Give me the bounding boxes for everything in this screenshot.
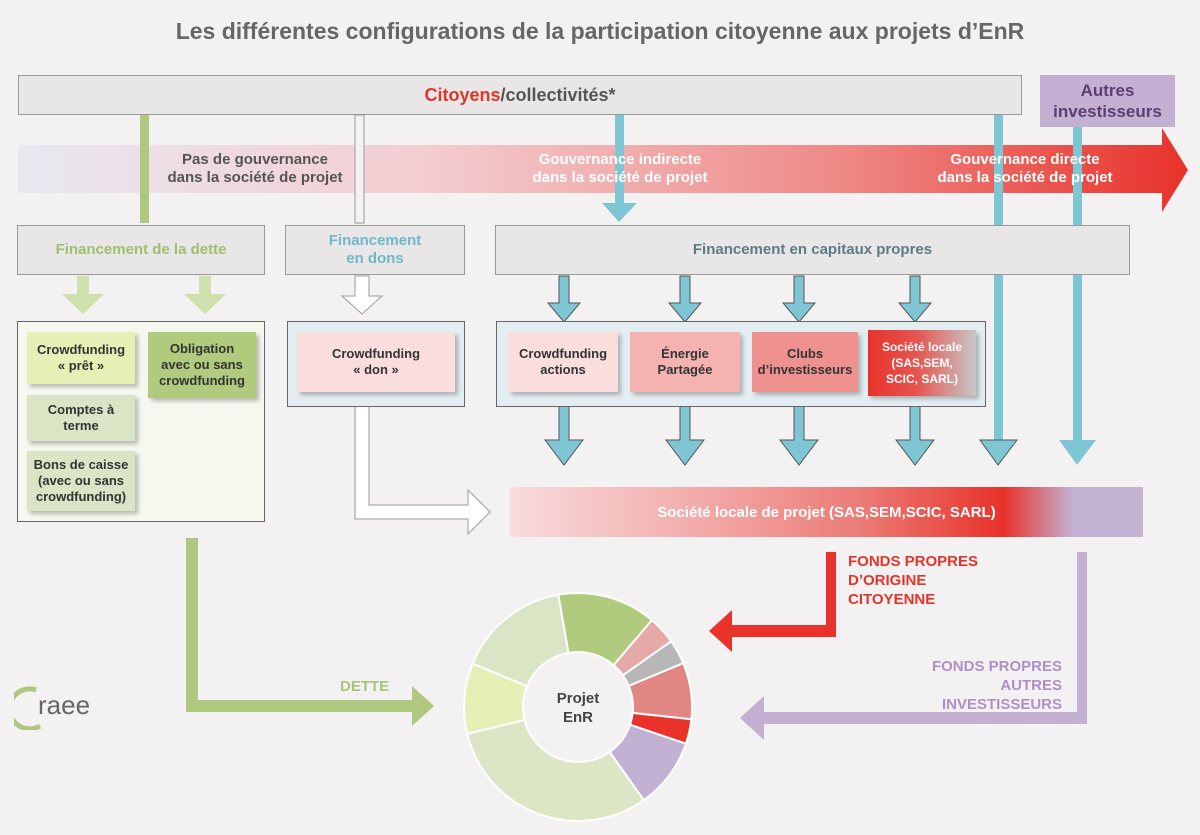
bons-line2: (avec ou sans [38, 473, 124, 488]
pret-line2: « prêt » [57, 358, 105, 373]
gov-none-line1: Pas de gouvernance [182, 151, 328, 168]
obligation-box: Obligation avec ou sans crowdfunding [148, 332, 256, 398]
gov-indirect-line1: Gouvernance indirecte [538, 151, 702, 168]
obligation-line1: Obligation [169, 341, 235, 356]
blue-arrow-b3 [778, 397, 820, 466]
blue-line-autres [1073, 127, 1082, 440]
energie-line1: Énergie [661, 346, 709, 361]
obligation-line3: crowdfunding [159, 373, 245, 388]
donut-segment-green-pale-large [465, 718, 646, 822]
fonds-citoyens-label: FONDS PROPRES D’ORIGINE CITOYENNE [848, 552, 1048, 609]
blue-arrow-e1 [546, 275, 582, 323]
societe-line1: Société locale [881, 340, 963, 354]
societe-locale-box: Société locale (SAS,SEM, SCIC, SARL) [868, 330, 976, 396]
green-elbow-arrow [186, 538, 434, 726]
actions-line1: Crowdfunding [518, 346, 608, 361]
fonds-autres-line1: FONDS PROPRES [931, 658, 1062, 675]
bons-line3: crowdfunding) [35, 489, 127, 504]
page-title: Les différentes configurations de la par… [175, 18, 1025, 44]
energie-line2: Partagée [657, 362, 713, 377]
green-line-top [140, 115, 149, 223]
comptes-line1: Comptes à [47, 402, 115, 417]
blue-line-top [615, 115, 624, 203]
dons-line2: en dons [346, 250, 404, 267]
fonds-autres-line2: AUTRES [1000, 677, 1062, 694]
obligation-line2: avec ou sans [161, 357, 243, 372]
autres-investisseurs-box: Autres investisseurs [1040, 75, 1175, 127]
fonds-autres-line3: INVESTISSEURS [941, 696, 1062, 713]
blue-arrow-e2 [667, 275, 703, 323]
fonds-citoyens-line1: FONDS PROPRES [848, 553, 979, 570]
crowdfunding-pret: Crowdfunding « prêt » [27, 332, 135, 384]
fonds-autres-label: FONDS PROPRES AUTRES INVESTISSEURS [862, 657, 1062, 714]
projet-line2: EnR [563, 709, 593, 726]
governance-arrow [18, 128, 1188, 212]
actions-line2: actions [540, 362, 586, 377]
societe-locale-projet: Société locale de projet (SAS,SEM,SCIC, … [510, 487, 1143, 537]
societe-line3: SCIC, SARL) [886, 372, 958, 386]
financement-dons-header: Financement en dons [285, 225, 465, 275]
gov-direct-line2: dans la société de projet [937, 169, 1113, 186]
grey-arrow-dons [340, 275, 384, 315]
fonds-citoyens-line3: CITOYENNE [848, 591, 936, 608]
autres-line2: investisseurs [1053, 102, 1162, 121]
pret-line1: Crowdfunding [36, 342, 126, 357]
blue-arrow-b2 [664, 397, 706, 466]
bons-line1: Bons de caisse [33, 457, 129, 472]
don-line1: Crowdfunding [331, 346, 421, 361]
comptes-terme-box: Comptes à terme [27, 395, 135, 441]
blue-arrow-e4 [897, 275, 933, 323]
grey-line-top [354, 114, 365, 224]
clubs-line1: Clubs [786, 346, 824, 361]
bons-caisse-box: Bons de caisse (avec ou sans crowdfundin… [27, 451, 135, 511]
gov-indirect-line2: dans la société de projet [532, 169, 708, 186]
financement-capitaux-header: Financement en capitaux propres [495, 225, 1130, 275]
gov-indirect: Gouvernance indirecte dans la société de… [495, 151, 745, 187]
blue-arrow-b4 [894, 397, 936, 466]
blue-arrow-e3 [781, 275, 817, 323]
gov-none-line2: dans la société de projet [167, 169, 343, 186]
projet-donut [463, 592, 693, 822]
gov-direct: Gouvernance directe dans la société de p… [900, 151, 1150, 187]
gov-none: Pas de gouvernance dans la société de pr… [130, 151, 380, 187]
red-elbow-arrow [709, 552, 836, 652]
energie-partagee: Énergie Partagée [630, 332, 740, 392]
citoyens-bar: Citoyens/collectivités* [18, 75, 1022, 115]
clubs-investisseurs: Clubs d’investisseurs [752, 332, 858, 392]
blue-arrow-autres [1059, 440, 1096, 465]
societe-line2: (SAS,SEM, [891, 356, 953, 370]
logo-text: raee [38, 690, 90, 720]
fonds-citoyens-line2: D’ORIGINE [848, 572, 927, 589]
dette-label: DETTE [340, 678, 390, 695]
citoyens-label: Citoyens [424, 84, 501, 105]
grey-elbow-arrow [354, 404, 491, 536]
gov-direct-line1: Gouvernance directe [950, 151, 1100, 168]
don-line2: « don » [353, 362, 399, 377]
blue-arrow-equity [602, 203, 637, 222]
green-arrow-1 [62, 294, 104, 314]
projet-enr-label: Projet EnR [528, 689, 628, 727]
collectivites-label: /collectivités* [500, 84, 616, 105]
clubs-line2: d’investisseurs [757, 362, 853, 377]
blue-line-direct [994, 115, 1003, 440]
blue-arrow-direct [979, 439, 1019, 466]
green-arrow-2 [184, 294, 226, 314]
financement-dette-header: Financement de la dette [17, 225, 265, 275]
projet-line1: Projet [556, 690, 600, 707]
autres-line1: Autres [1080, 81, 1135, 100]
dons-line1: Financement [328, 232, 422, 249]
crowdfunding-don: Crowdfunding « don » [297, 332, 455, 392]
blue-arrow-b1 [543, 397, 585, 466]
purple-elbow-arrow [740, 552, 1087, 740]
raee-logo: raee [7, 684, 134, 732]
crowdfunding-actions: Crowdfunding actions [508, 332, 618, 392]
donut-segment-green-pale [471, 593, 570, 688]
comptes-line2: terme [63, 418, 99, 433]
